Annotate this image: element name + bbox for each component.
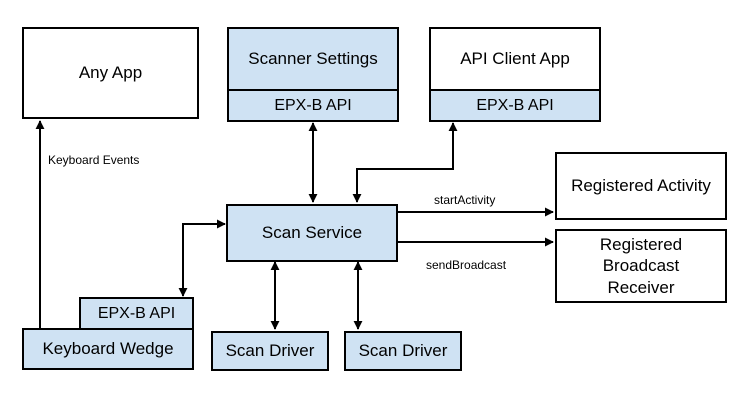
registered-broadcast-receiver-label: Registered Broadcast Receiver bbox=[599, 235, 683, 297]
api-client-app-api-box: EPX-B API bbox=[429, 89, 601, 122]
api-client-app-box: API Client App bbox=[429, 27, 601, 91]
scan-service-label: Scan Service bbox=[261, 223, 363, 243]
scan-driver-box-2: Scan Driver bbox=[344, 331, 462, 371]
client-service-arrow bbox=[352, 122, 458, 203]
any-app-box: Any App bbox=[22, 27, 199, 119]
start-activity-label: startActivity bbox=[434, 193, 496, 207]
scan-driver-label-1: Scan Driver bbox=[225, 341, 315, 361]
keyboard-wedge-box: Keyboard Wedge bbox=[22, 328, 194, 370]
scanner-settings-box: Scanner Settings bbox=[227, 27, 399, 91]
scan-driver-label-2: Scan Driver bbox=[358, 341, 448, 361]
registered-activity-box: Registered Activity bbox=[555, 152, 727, 220]
api-client-app-api-label: EPX-B API bbox=[476, 96, 554, 114]
wedge-service-arrow bbox=[178, 219, 226, 297]
api-client-app-label: API Client App bbox=[460, 49, 570, 69]
registered-activity-label: Registered Activity bbox=[571, 176, 711, 196]
scan-service-box: Scan Service bbox=[226, 204, 398, 262]
scan-driver-box-1: Scan Driver bbox=[211, 331, 329, 371]
send-broadcast-label: sendBroadcast bbox=[426, 258, 507, 272]
any-app-label: Any App bbox=[78, 63, 143, 83]
keyboard-wedge-api-label: EPX-B API bbox=[97, 304, 176, 322]
scanner-settings-api-label: EPX-B API bbox=[274, 96, 352, 114]
scanner-settings-api-box: EPX-B API bbox=[227, 89, 399, 122]
keyboard-wedge-api-box: EPX-B API bbox=[79, 297, 194, 330]
scanner-settings-label: Scanner Settings bbox=[248, 49, 378, 69]
keyboard-events-label: Keyboard Events bbox=[48, 153, 140, 167]
keyboard-wedge-label: Keyboard Wedge bbox=[42, 339, 174, 359]
registered-broadcast-receiver-box: Registered Broadcast Receiver bbox=[555, 229, 727, 303]
